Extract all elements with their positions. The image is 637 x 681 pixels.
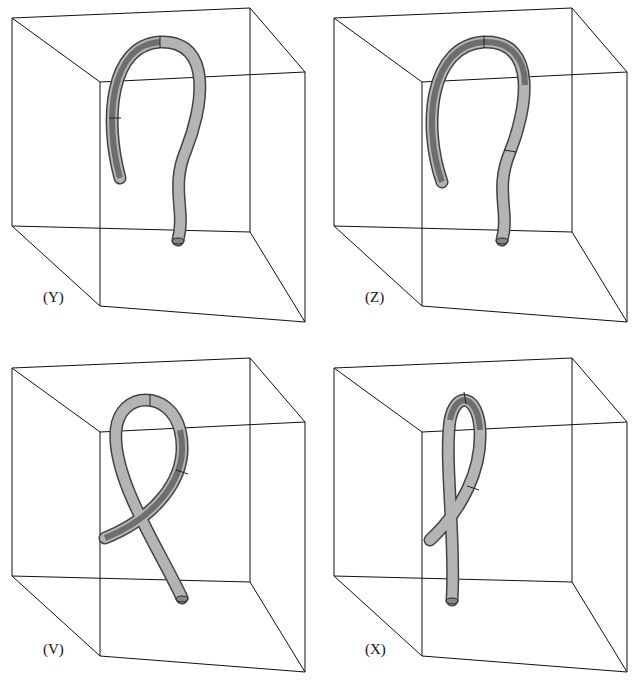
panel-label: (Y) bbox=[40, 288, 67, 307]
panel-label: (V) bbox=[40, 640, 67, 659]
panel-label: (Z) bbox=[362, 288, 387, 307]
panel-label: (X) bbox=[362, 640, 389, 659]
panel-y bbox=[12, 8, 305, 322]
panel-v bbox=[12, 358, 305, 672]
panel-x bbox=[334, 358, 627, 672]
panel-z bbox=[334, 8, 627, 322]
